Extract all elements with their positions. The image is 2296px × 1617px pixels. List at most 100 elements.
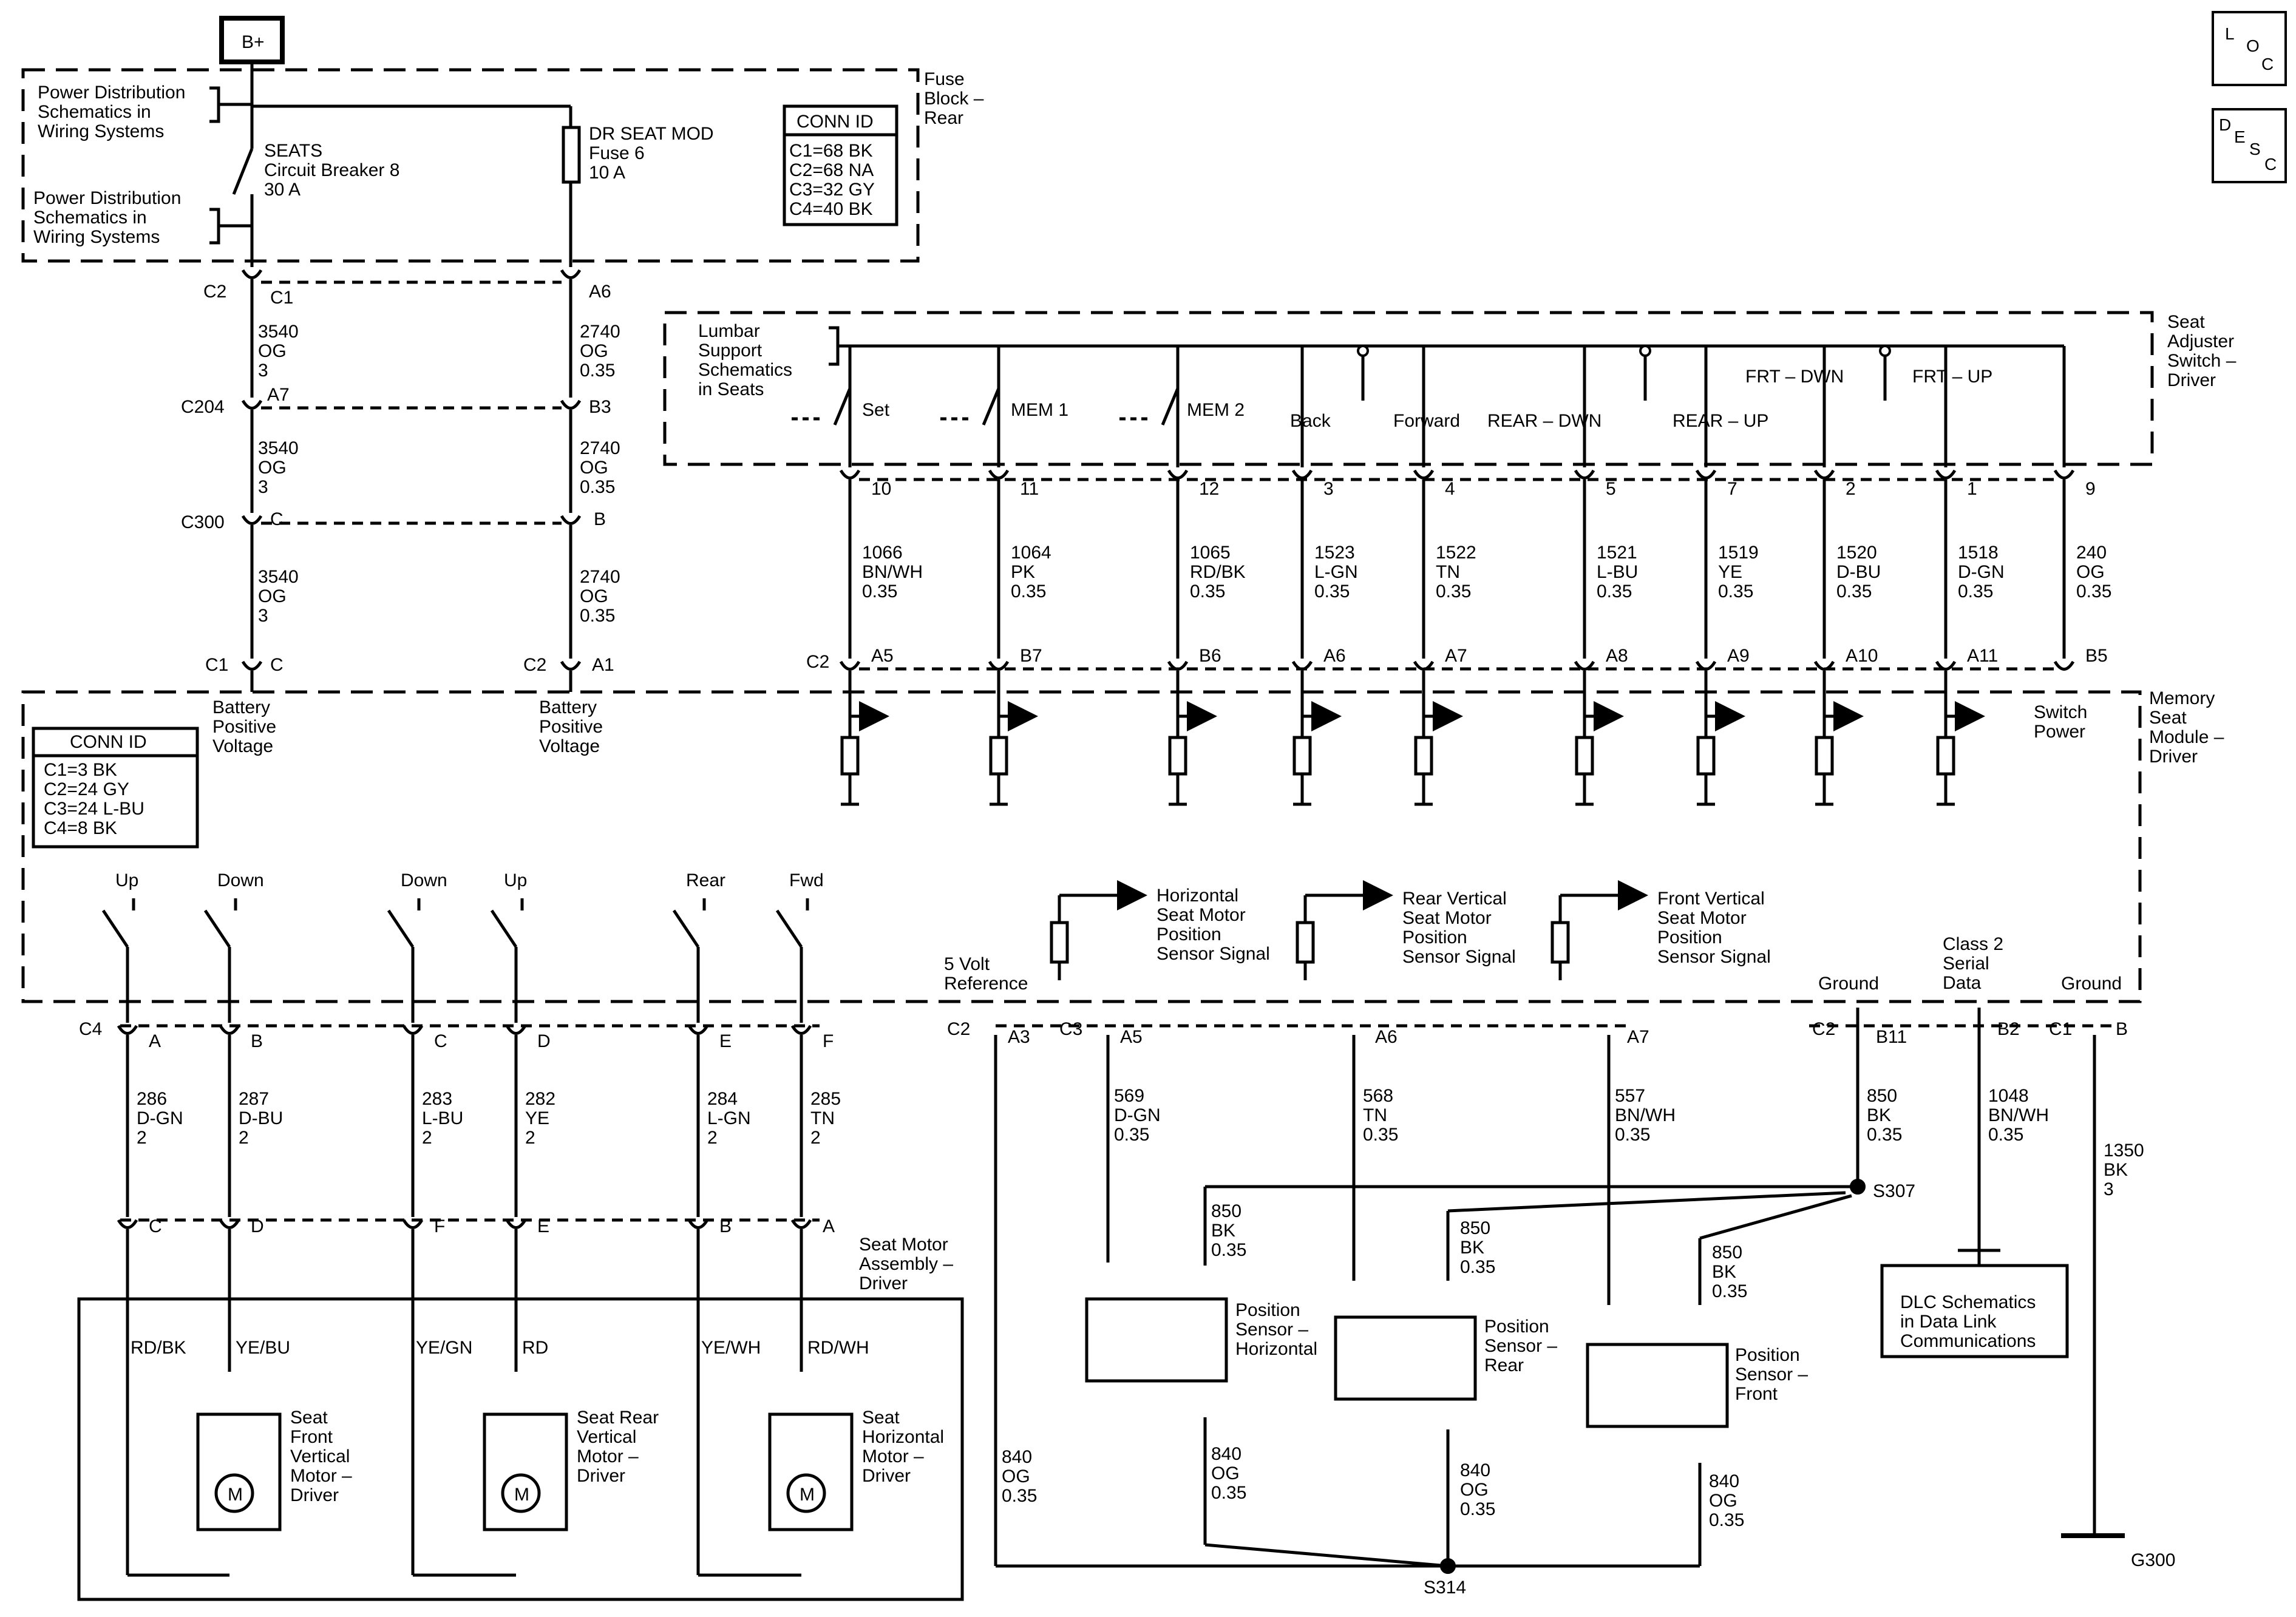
w2b-2: OG — [580, 458, 608, 478]
lw-a6: A6 — [589, 282, 611, 302]
dlc-1: DLC Schematics — [1900, 1292, 2036, 1312]
motor-label-0-2: Vertical — [290, 1446, 350, 1466]
s314: S314 — [1424, 1578, 1466, 1598]
motor-label-2-2: Motor – — [862, 1446, 924, 1466]
conn-top-4: C4=40 BK — [789, 199, 873, 219]
sw-node-0 — [1357, 345, 1369, 357]
s307: S307 — [1873, 1181, 1915, 1201]
sw-pin-8: 1 — [1967, 479, 1977, 499]
c2-a3-b: A3 — [1008, 1027, 1030, 1047]
lw-a1: A1 — [592, 655, 614, 675]
w850-2: BK — [1867, 1105, 1891, 1125]
sw-conn-mod-8 — [1935, 660, 1957, 671]
c1-b-a: C1 — [2049, 1019, 2072, 1039]
harness-wire-num-1: 287 — [239, 1089, 269, 1109]
ref5-2: Reference — [944, 974, 1028, 994]
w2a-2: OG — [258, 458, 287, 478]
relay-blade-1 — [203, 909, 231, 948]
fvsig-2: Seat Motor — [1657, 908, 1747, 928]
motor-title-1: Seat Motor — [859, 1235, 948, 1255]
sw-frt-dwn: FRT – DWN — [1745, 367, 1844, 387]
harness-wire-num-5: 285 — [810, 1089, 841, 1109]
sw-wire-num-4: 1522 — [1436, 543, 1476, 563]
psf-1: Position — [1735, 1345, 1800, 1365]
w850-1: 850 — [1867, 1086, 1897, 1106]
desc-c: C — [2264, 155, 2277, 174]
motor-label-1-2: Motor – — [577, 1446, 639, 1466]
pds2-1: Power Distribution — [33, 188, 181, 208]
harness-conn2-1 — [219, 1219, 240, 1229]
conn-top-3: C3=32 GY — [789, 180, 875, 200]
sw-wire-color-5: L-BU — [1597, 562, 1638, 582]
sw-wire-gauge-2: 0.35 — [1190, 581, 1225, 602]
sw-wire-gauge-5: 0.35 — [1597, 581, 1632, 602]
w840b-2: OG — [1211, 1463, 1240, 1483]
w568-2: TN — [1363, 1105, 1387, 1125]
sw-wire-num-5: 1521 — [1597, 543, 1637, 563]
motor-letter-2: M — [800, 1485, 815, 1505]
sw-conn-top-8 — [1935, 469, 1957, 480]
lw-c300: C300 — [181, 512, 225, 532]
harness-pin2-3: E — [537, 1216, 549, 1236]
pds1-3: Wiring Systems — [38, 121, 164, 141]
harness-wire-color-2: L-BU — [422, 1108, 463, 1128]
w1048-2: BN/WH — [1988, 1105, 2049, 1125]
harness-conn2-0 — [117, 1219, 138, 1229]
sw-mpin-6: A9 — [1727, 646, 1750, 666]
lw-c: C — [270, 509, 284, 529]
sw-wire-gauge-0: 0.35 — [862, 581, 897, 602]
bpv2-3: Voltage — [539, 736, 600, 756]
harness-wire-gauge-1: 2 — [239, 1128, 249, 1148]
harness-wire-color-0: D-GN — [137, 1108, 183, 1128]
switch-title-4: Driver — [2167, 370, 2216, 390]
mod-resistor-8 — [1936, 736, 1955, 776]
desc-d: D — [2219, 115, 2231, 134]
sw-pin-4: 4 — [1445, 479, 1455, 499]
w1a-3: 3 — [258, 361, 268, 381]
relay-blade-0 — [101, 909, 129, 948]
w3b-3: 0.35 — [580, 606, 615, 626]
w840d-1: 840 — [1709, 1471, 1739, 1491]
sw-set: Set — [862, 400, 890, 420]
harness-pin2-4: B — [719, 1216, 732, 1236]
harness-conn2-5 — [790, 1219, 812, 1229]
sw-mpin-8: A11 — [1967, 646, 1998, 666]
harness-color-3: RD — [522, 1338, 548, 1358]
a6-label: A6 — [1375, 1027, 1398, 1047]
harness-wire-num-3: 282 — [525, 1089, 555, 1109]
motor-label-0-3: Motor – — [290, 1466, 352, 1486]
w1a-2: OG — [258, 341, 287, 361]
w2a-3: 3 — [258, 477, 268, 497]
sw-mpin-7: A10 — [1846, 646, 1878, 666]
motor-title-3: Driver — [859, 1273, 908, 1293]
harness-wire-num-4: 284 — [707, 1089, 738, 1109]
w557-3: 0.35 — [1615, 1125, 1650, 1145]
loc-l: L — [2225, 24, 2235, 43]
sw-wire-num-0: 1066 — [862, 543, 903, 563]
switch-title-2: Adjuster — [2167, 331, 2234, 351]
pds2-3: Wiring Systems — [33, 227, 160, 247]
sw-contact-0 — [833, 388, 852, 425]
motor-box-1 — [483, 1412, 568, 1531]
sig-resistor-0 — [1050, 921, 1069, 964]
w557-1: 557 — [1615, 1086, 1645, 1106]
sw-wire-color-2: RD/BK — [1190, 562, 1246, 582]
sw-wire-gauge-9: 0.35 — [2076, 581, 2111, 602]
rvsig-1: Rear Vertical — [1402, 889, 1507, 909]
sw-wire-num-2: 1065 — [1190, 543, 1231, 563]
sw-back: Back — [1290, 411, 1331, 431]
sw-frt-up: FRT – UP — [1912, 367, 1992, 387]
hsig-4: Sensor Signal — [1156, 944, 1270, 964]
sw-wire-color-0: BN/WH — [862, 562, 923, 582]
sw-node-2 — [1879, 345, 1891, 357]
motor-label-1-3: Driver — [577, 1466, 625, 1486]
module-title-3: Module – — [2149, 727, 2224, 747]
fuse-1: DR SEAT MOD — [589, 124, 714, 144]
sw-wire-gauge-1: 0.35 — [1011, 581, 1046, 602]
g300: G300 — [2131, 1550, 2175, 1570]
w3b-2: OG — [580, 586, 608, 606]
rvsig-2: Seat Motor — [1402, 908, 1492, 928]
harness-pin1-0: A — [149, 1031, 161, 1051]
harness-wire-gauge-5: 2 — [810, 1128, 821, 1148]
w1048-3: 0.35 — [1988, 1125, 2023, 1145]
